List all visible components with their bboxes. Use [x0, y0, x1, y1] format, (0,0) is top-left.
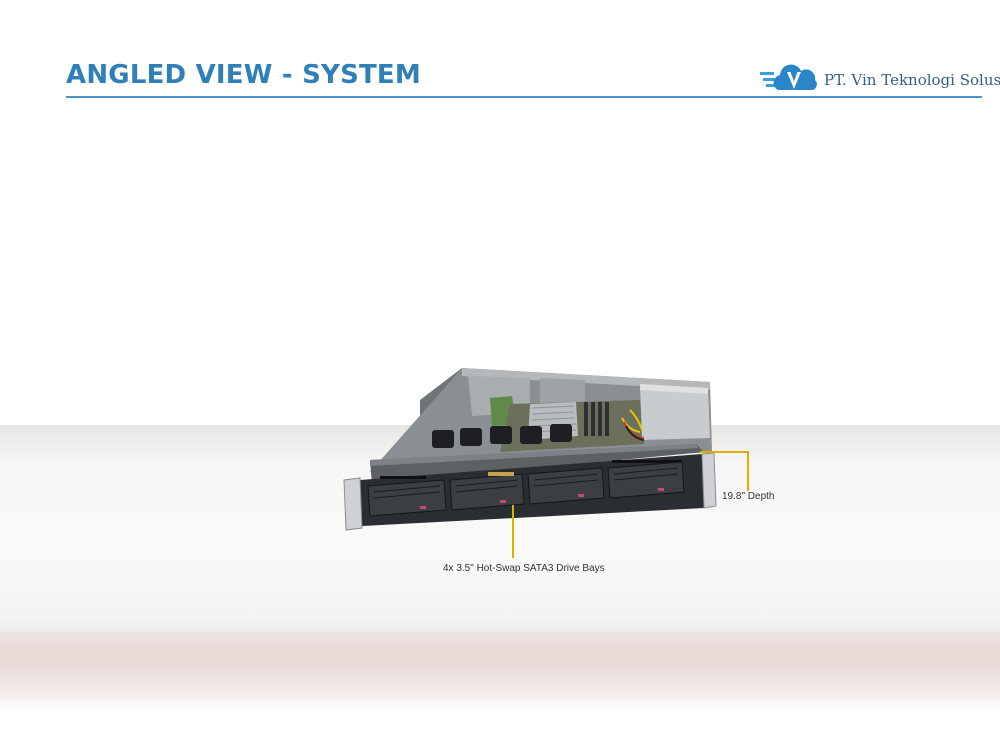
background-shadow — [0, 632, 1000, 712]
drive-bays — [367, 461, 685, 517]
server-image — [343, 368, 717, 531]
memory-modules — [584, 402, 609, 436]
front-top-cover-edge — [370, 444, 698, 466]
drive-bays-label: 4x 3.5" Hot-Swap SATA3 Drive Bays — [443, 563, 605, 574]
depth-callout-line — [700, 451, 749, 491]
title-divider — [66, 96, 982, 98]
drive-bays-callout-line — [512, 505, 514, 558]
power-supply-top — [640, 384, 708, 394]
front-badge — [488, 472, 514, 476]
cloud-v-logo-icon — [760, 64, 817, 90]
depth-label: 19.8" Depth — [722, 491, 775, 502]
company-logo: PT. Vin Teknologi Solusi — [760, 60, 1000, 98]
front-vents — [380, 460, 682, 479]
power-cables — [621, 409, 645, 441]
left-rack-ear — [343, 477, 363, 531]
power-supply — [640, 384, 710, 440]
io-bracket — [540, 378, 585, 406]
company-name: PT. Vin Teknologi Solusi — [824, 71, 1000, 89]
right-rack-ear — [701, 452, 717, 509]
page-title: ANGLED VIEW - SYSTEM — [66, 60, 421, 90]
cooling-fans — [432, 424, 572, 448]
